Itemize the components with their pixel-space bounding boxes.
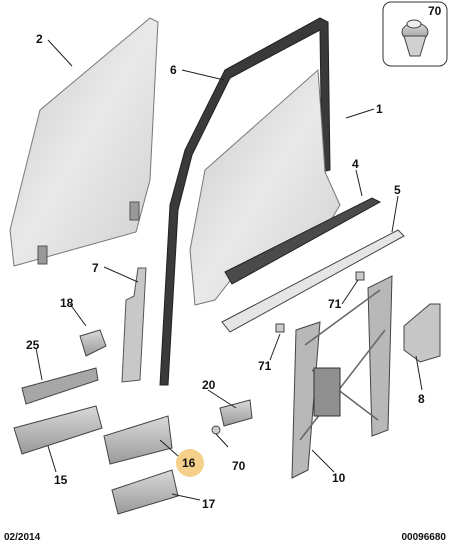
rear-glass-bracket xyxy=(37,245,48,265)
callout-70-inset: 70 xyxy=(428,4,442,18)
switch-module-15 xyxy=(13,405,103,455)
callout-7: 7 xyxy=(92,261,99,275)
callout-70-clip: 70 xyxy=(232,459,246,473)
inner-weatherstrip xyxy=(224,197,382,285)
guide-rail xyxy=(121,267,147,383)
window-regulator xyxy=(291,275,393,479)
switch-module-16 xyxy=(103,415,173,465)
switch-18 xyxy=(79,329,107,357)
rear-glass-panel xyxy=(9,17,159,267)
callout-17: 17 xyxy=(202,497,216,511)
switch-20 xyxy=(219,399,253,427)
footer-date: 02/2014 xyxy=(4,532,41,543)
clip-70-small xyxy=(211,425,221,435)
callout-5: 5 xyxy=(394,183,401,197)
callout-1: 1 xyxy=(376,102,383,116)
callout-16-highlight xyxy=(176,449,204,477)
footer-code: 00096680 xyxy=(401,532,447,543)
callout-16: 16 xyxy=(182,456,196,470)
switch-bezel-25 xyxy=(21,367,99,405)
rear-glass-bracket-2 xyxy=(129,201,140,221)
door-frame-seal xyxy=(159,17,331,386)
callout-20: 20 xyxy=(202,378,216,392)
inset-frame xyxy=(382,1,448,67)
leader-lines xyxy=(35,39,423,501)
callout-18: 18 xyxy=(60,296,74,310)
clip-70-icon xyxy=(401,19,429,57)
callout-71-upper: 71 xyxy=(328,297,342,311)
callout-10: 10 xyxy=(332,471,346,485)
callout-25: 25 xyxy=(26,338,40,352)
clip-71-lower xyxy=(275,323,285,333)
clip-71-upper xyxy=(355,271,365,281)
callout-6: 6 xyxy=(170,63,177,77)
outer-belt-moulding xyxy=(221,229,405,333)
callout-71-lower: 71 xyxy=(258,359,272,373)
mounting-bracket xyxy=(403,303,441,363)
callout-4: 4 xyxy=(352,157,359,171)
callout-8: 8 xyxy=(418,392,425,406)
callout-2: 2 xyxy=(36,32,43,46)
switch-module-17 xyxy=(111,469,179,515)
callout-15: 15 xyxy=(54,473,68,487)
